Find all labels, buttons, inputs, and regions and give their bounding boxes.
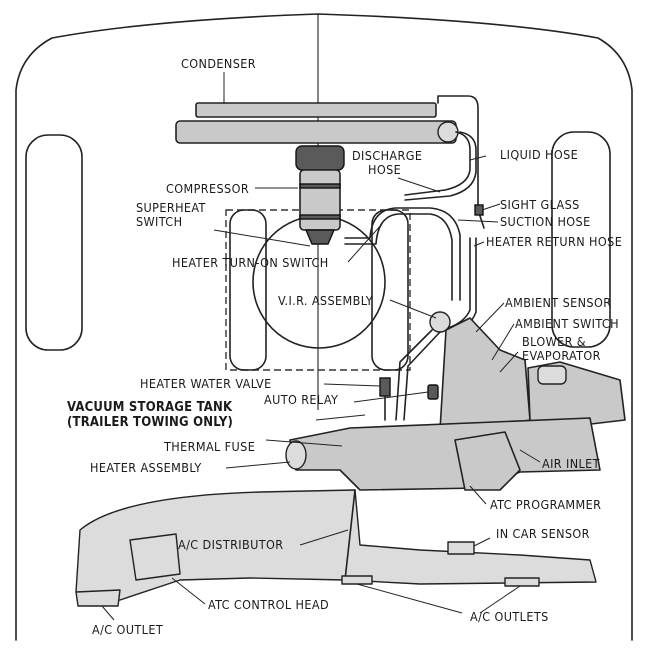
label-condenser: CONDENSER xyxy=(181,56,256,71)
engine-outline xyxy=(225,209,411,371)
condenser-lower-tube xyxy=(175,120,457,144)
liquid-line xyxy=(437,95,485,229)
ac-outlet-right xyxy=(504,577,540,587)
atc-programmer xyxy=(454,431,521,491)
label-discharge-hose-line2: HOSE xyxy=(368,162,402,177)
compressor-base xyxy=(304,229,336,245)
label-ac-outlet: A/C OUTLET xyxy=(92,622,164,637)
label-liquid-hose: LIQUID HOSE xyxy=(500,147,579,162)
label-sight-glass: SIGHT GLASS xyxy=(500,197,580,212)
in-car-sensor xyxy=(447,541,475,555)
label-air-inlet: AIR INLET xyxy=(542,456,600,471)
label-auto-relay: AUTO RELAY xyxy=(264,392,339,407)
engine-left-cylinder-bank xyxy=(229,209,267,371)
label-in-car-sensor: IN CAR SENSOR xyxy=(496,526,590,541)
ac-outlet-center xyxy=(341,575,373,585)
left-wheel-well xyxy=(25,134,83,351)
evaporator-lines xyxy=(395,329,441,421)
ac-distributor-duct xyxy=(75,489,597,607)
label-vir-assembly: V.I.R. ASSEMBLY xyxy=(278,293,374,308)
suction-hose xyxy=(344,207,461,301)
label-heater-assembly: HEATER ASSEMBLY xyxy=(90,460,202,475)
label-heater-turn-on-switch: HEATER TURN-ON SWITCH xyxy=(172,255,329,270)
label-ambient-switch: AMBIENT SWITCH xyxy=(515,316,620,331)
label-thermal-fuse: THERMAL FUSE xyxy=(164,439,256,454)
label-vacuum-storage-tank-line2: (TRAILER TOWING ONLY) xyxy=(67,415,234,430)
condenser-right-fitting xyxy=(437,121,459,143)
condenser-core xyxy=(195,102,437,118)
label-atc-control-head: ATC CONTROL HEAD xyxy=(208,597,330,612)
label-atc-programmer: ATC PROGRAMMER xyxy=(490,497,602,512)
label-discharge-hose-line1: DISCHARGE xyxy=(352,148,423,163)
blower-evaporator-housing xyxy=(439,317,531,431)
label-superheat-switch-line1: SUPERHEAT xyxy=(136,200,206,215)
label-ac-distributor: A/C DISTRIBUTOR xyxy=(178,537,284,552)
sight-glass xyxy=(474,204,484,216)
compressor-body xyxy=(299,169,341,231)
blower-motor xyxy=(537,365,567,385)
label-suction-hose: SUCTION HOSE xyxy=(500,214,591,229)
heater-water-valve xyxy=(379,377,391,397)
label-compressor: COMPRESSOR xyxy=(166,181,250,196)
label-blower-evaporator-line2: EVAPORATOR xyxy=(522,348,601,363)
engine-right-cylinder-bank xyxy=(371,209,409,371)
heater-assembly xyxy=(289,417,601,491)
auto-relay xyxy=(427,384,439,400)
label-heater-return-hose: HEATER RETURN HOSE xyxy=(486,234,623,249)
label-ambient-sensor: AMBIENT SENSOR xyxy=(505,295,612,310)
right-wheel-well xyxy=(551,131,611,348)
ac-distributor-left-outlet xyxy=(75,589,121,607)
heater-inlet-nozzle xyxy=(285,440,307,470)
compressor-band-2 xyxy=(299,214,341,220)
compressor-clutch xyxy=(295,145,345,171)
label-vacuum-storage-tank-line1: VACUUM STORAGE TANK xyxy=(67,400,233,415)
compressor-band-1 xyxy=(299,183,341,189)
label-ac-outlets: A/C OUTLETS xyxy=(470,609,549,624)
label-heater-water-valve: HEATER WATER VALVE xyxy=(140,376,272,391)
label-blower-evaporator-line1: BLOWER & xyxy=(522,334,586,349)
discharge-hose xyxy=(404,131,471,196)
leader-lines xyxy=(101,72,541,621)
atc-control-head xyxy=(129,533,181,581)
label-superheat-switch-line2: SWITCH xyxy=(136,214,183,229)
